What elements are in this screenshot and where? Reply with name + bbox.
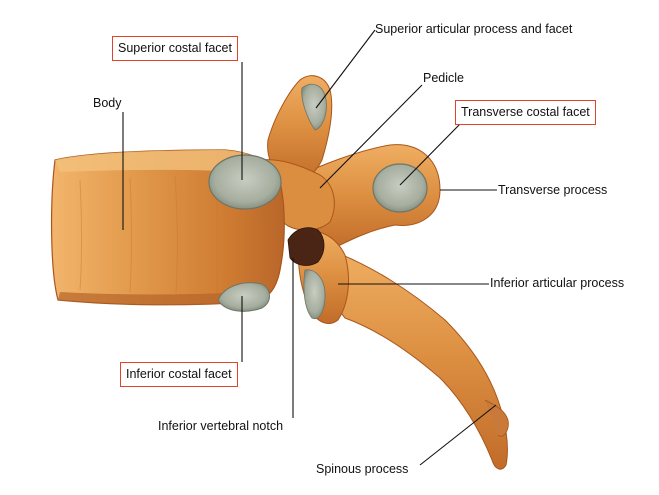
- label-inferior-vertebral-notch: Inferior vertebral notch: [158, 419, 284, 433]
- superior-costal-facet-shape: [208, 154, 282, 210]
- label-spinous-process: Spinous process: [316, 462, 409, 476]
- label-inferior-costal-facet: Inferior costal facet: [120, 362, 238, 387]
- leader-lines: [122, 29, 497, 466]
- label-superior-costal-facet: Superior costal facet: [112, 36, 238, 61]
- spinous-process-shape: [327, 249, 508, 470]
- label-body: Body: [93, 96, 122, 110]
- label-pedicle: Pedicle: [423, 71, 464, 85]
- label-transverse-process: Transverse process: [498, 183, 608, 197]
- label-superior-articular-process: Superior articular process and facet: [375, 22, 573, 36]
- label-transverse-costal-facet: Transverse costal facet: [455, 100, 596, 125]
- transverse-costal-facet-shape: [372, 163, 428, 213]
- label-inferior-articular-process: Inferior articular process: [490, 276, 625, 290]
- inferior-vertebral-notch-shape: [287, 227, 325, 266]
- inferior-costal-facet-shape: [217, 282, 270, 312]
